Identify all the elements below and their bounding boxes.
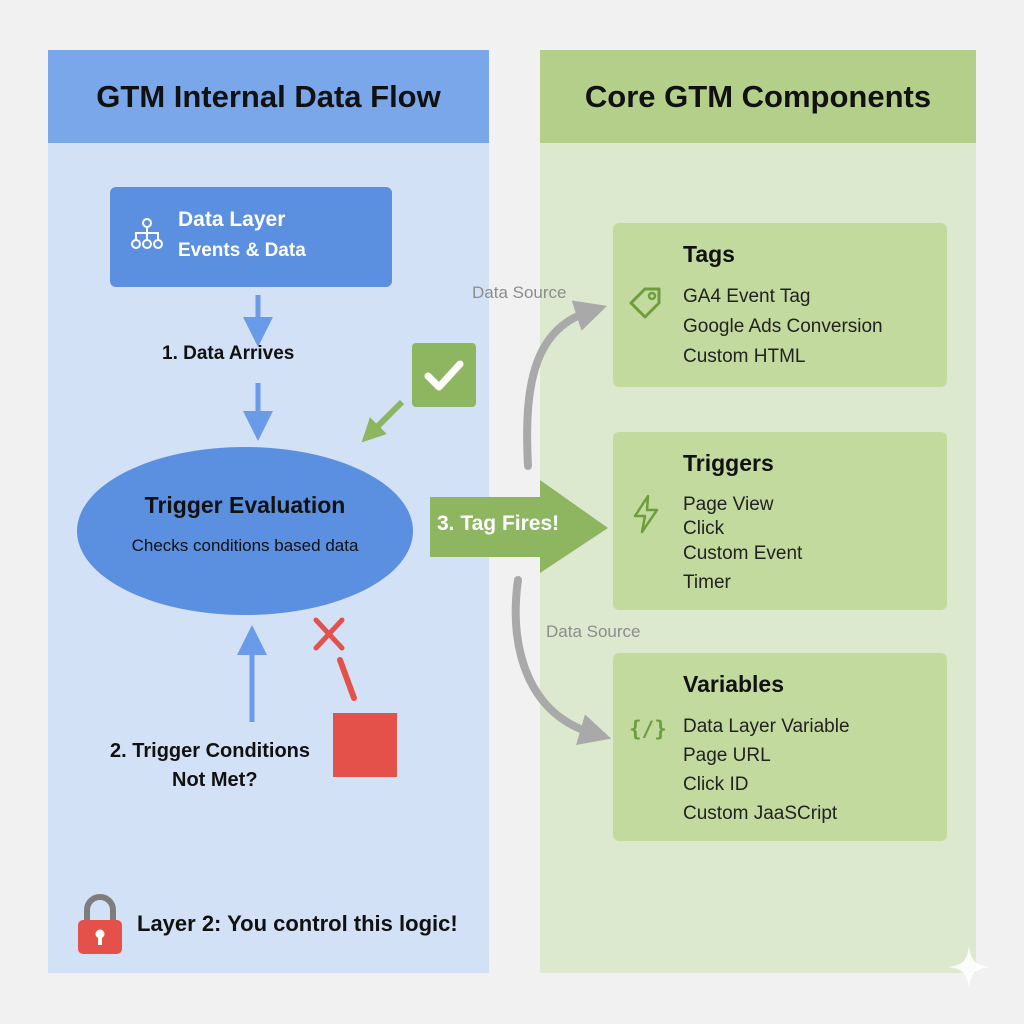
- tags-item: Custom HTML: [683, 346, 806, 367]
- sparkle-icon: [948, 946, 990, 988]
- step-conditions-not-met-line1: 2. Trigger Conditions: [110, 740, 311, 762]
- data-source-label-bottom: Data Source: [546, 622, 641, 641]
- tag-fires-arrow: [430, 480, 608, 573]
- conditions-met-box: [412, 343, 476, 407]
- tags-item: Google Ads Conversion: [683, 316, 883, 337]
- variables-item: Page URL: [683, 745, 771, 766]
- variables-item: Data Layer Variable: [683, 716, 850, 737]
- variables-card: Variables {/} Data Layer Variable Page U…: [613, 653, 947, 841]
- step-conditions-not-met-line2: Not Met?: [172, 769, 258, 791]
- components-title: Core GTM Components: [540, 50, 976, 143]
- lightning-icon: [633, 494, 659, 534]
- data-layer-subtitle: Events & Data: [178, 240, 306, 261]
- variables-item: Click ID: [683, 774, 749, 795]
- trigger-evaluation-subtitle: Checks conditions based data: [131, 536, 359, 555]
- tags-title: Tags: [683, 241, 735, 267]
- step-data-arrives: 1. Data Arrives: [162, 343, 295, 364]
- trigger-evaluation-node: [77, 447, 413, 615]
- arrow-check-to-evaluation: [361, 399, 405, 443]
- arrow-to-variables: [511, 576, 612, 746]
- tags-item: GA4 Event Tag: [683, 286, 811, 307]
- x-icon: [313, 617, 345, 651]
- footer-note: Layer 2: You control this logic!: [77, 893, 458, 955]
- tags-card: Tags GA4 Event Tag Google Ads Conversion…: [613, 223, 947, 387]
- tag-icon: [629, 287, 661, 319]
- triggers-item: Click: [683, 518, 725, 539]
- code-brackets-icon: {/}: [629, 717, 667, 741]
- data-source-label-top: Data Source: [472, 283, 567, 302]
- checkmark-icon: [424, 360, 464, 391]
- arrow-to-tags: [523, 300, 608, 470]
- data-layer-title: Data Layer: [178, 208, 286, 231]
- conditions-not-met-box: [333, 713, 397, 777]
- trigger-evaluation-title: Trigger Evaluation: [144, 492, 346, 518]
- triggers-item: Page View: [683, 494, 774, 515]
- variables-item: Custom JaaSCript: [683, 803, 838, 824]
- data-flow-title: GTM Internal Data Flow: [48, 50, 489, 143]
- variables-title: Variables: [683, 671, 785, 697]
- triggers-card: Triggers Page View Click Custom Event Ti…: [613, 432, 947, 610]
- triggers-item: Timer: [683, 572, 731, 593]
- red-connector-line: [337, 657, 357, 701]
- triggers-item: Custom Event: [683, 543, 803, 564]
- hierarchy-icon: [131, 218, 163, 249]
- tag-fires-label: 3. Tag Fires!: [437, 512, 560, 535]
- triggers-title: Triggers: [683, 450, 774, 476]
- lock-icon: [78, 894, 122, 954]
- footer-label: Layer 2: You control this logic!: [137, 911, 458, 936]
